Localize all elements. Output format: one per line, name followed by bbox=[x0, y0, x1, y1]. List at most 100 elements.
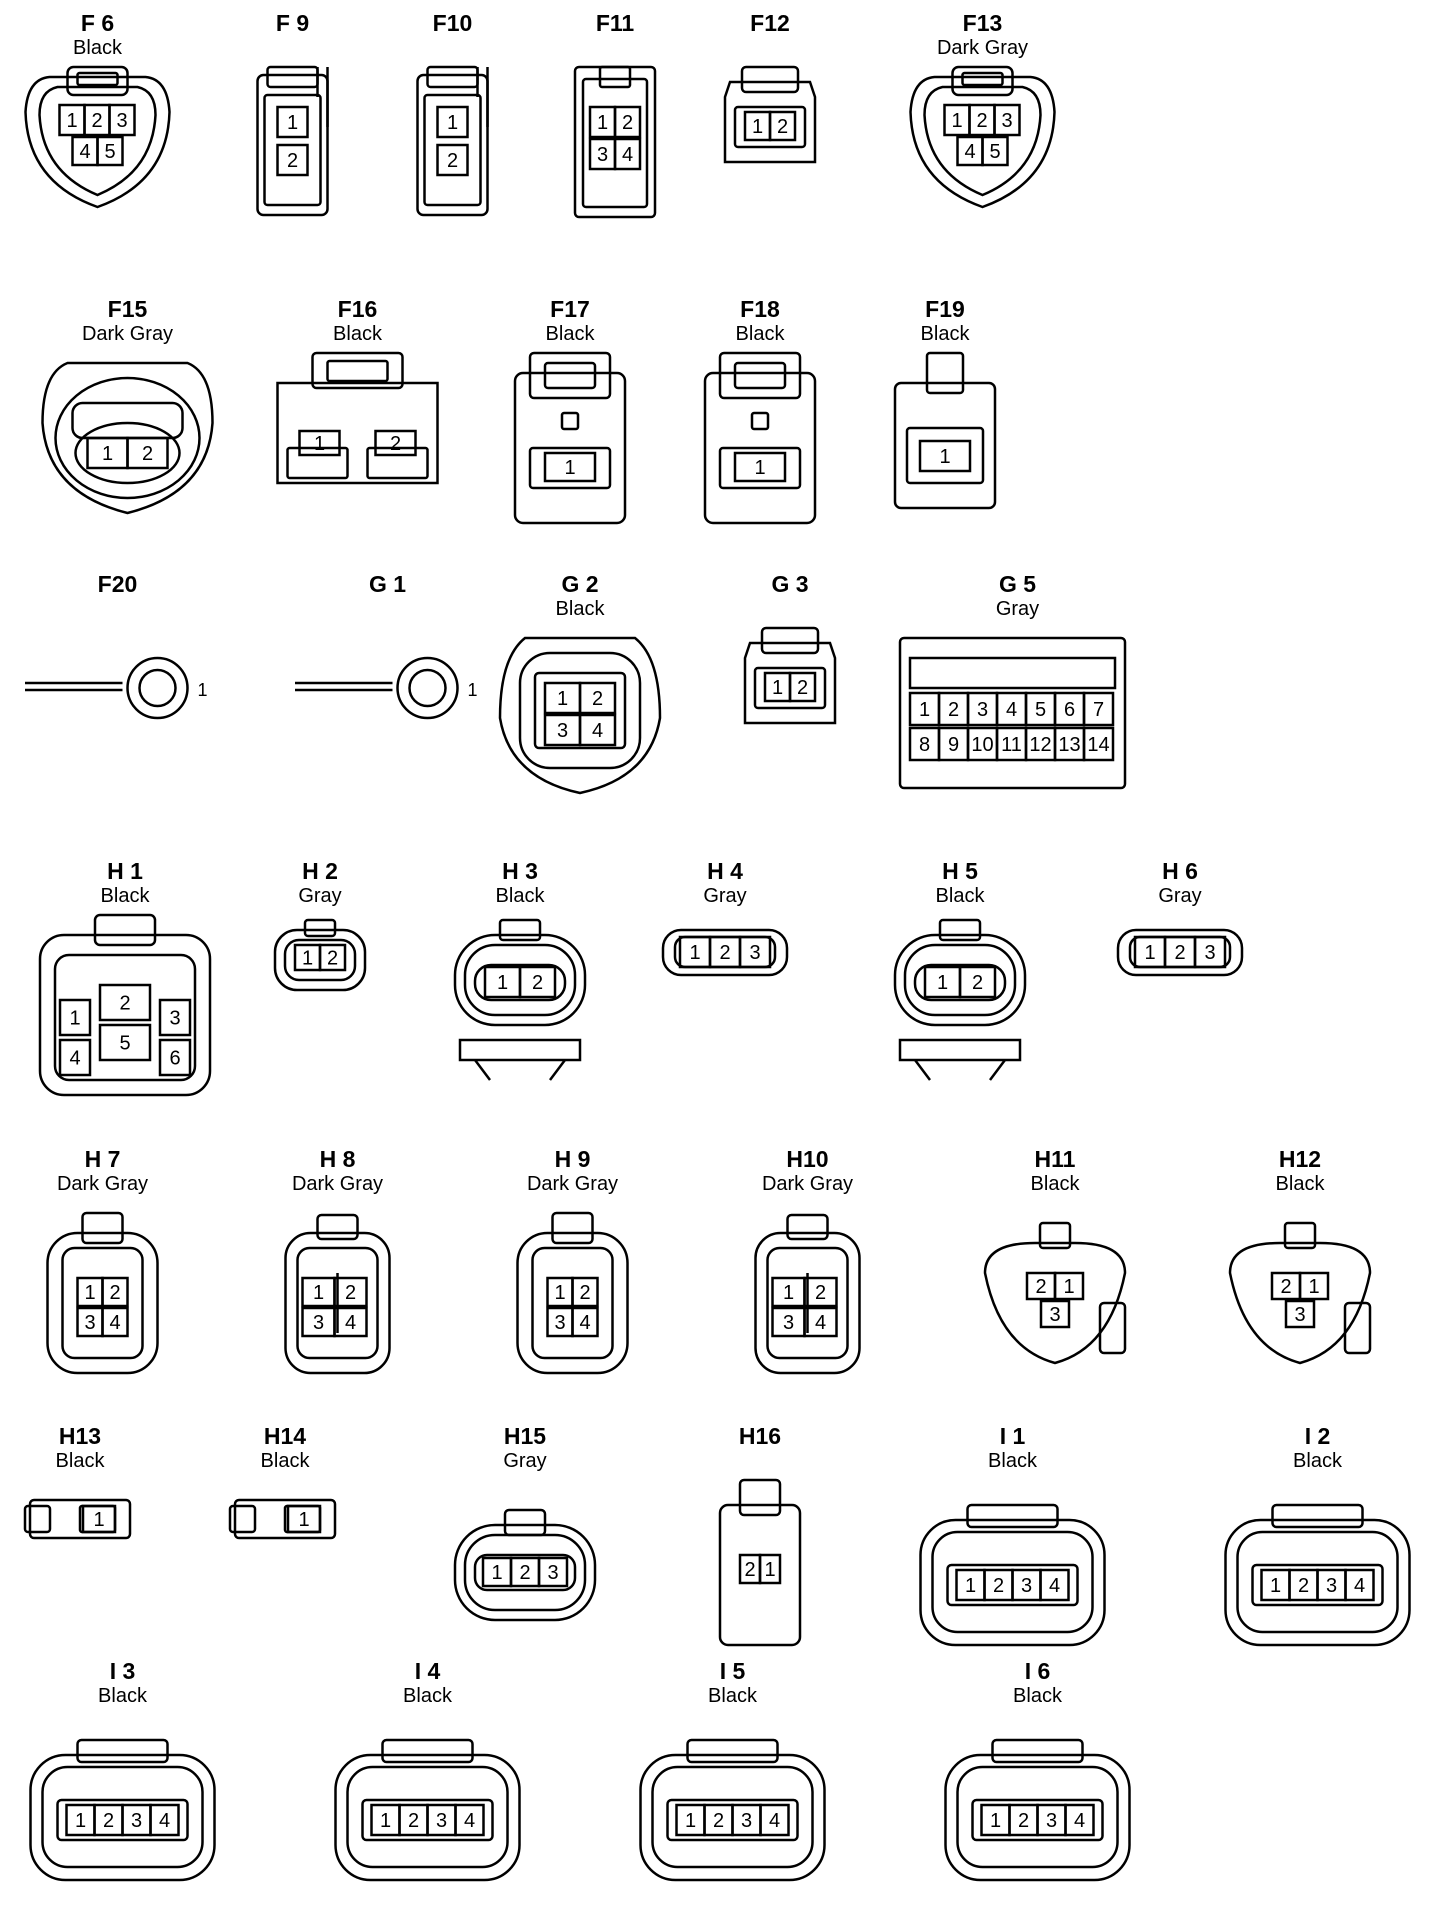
connector-color-label: Black bbox=[880, 323, 1010, 345]
connector-id-label: F10 bbox=[410, 12, 495, 35]
pin-number: 1 bbox=[597, 112, 608, 134]
pin-number: 1 bbox=[491, 1562, 502, 1584]
pin-number: 3 bbox=[131, 1810, 142, 1832]
pin-number: 4 bbox=[464, 1810, 475, 1832]
housing-outline bbox=[78, 1740, 168, 1762]
housing-outline bbox=[268, 67, 318, 87]
pin-number: 1 bbox=[939, 446, 950, 468]
pin-number: 4 bbox=[159, 1810, 170, 1832]
pin-number: 4 bbox=[69, 1048, 80, 1070]
pin-number: 9 bbox=[948, 734, 959, 756]
housing-outline bbox=[460, 1040, 580, 1060]
connector-face-drawing: 1 bbox=[230, 1480, 340, 1670]
housing-outline bbox=[940, 920, 980, 940]
connector-color-label: Black bbox=[30, 885, 220, 907]
connector-id-label: F12 bbox=[715, 12, 825, 35]
pin-number: 1 bbox=[66, 110, 77, 132]
pin-number: 2 bbox=[1280, 1276, 1291, 1298]
pin-number: 3 bbox=[741, 1810, 752, 1832]
connector-id-label: G 2 bbox=[495, 573, 665, 596]
pin-number: 1 bbox=[764, 1559, 775, 1581]
pin-number: 1 bbox=[965, 1575, 976, 1597]
pin-number: 3 bbox=[597, 144, 608, 166]
pin-number: 8 bbox=[919, 734, 930, 756]
connector-color-label: Black bbox=[695, 323, 825, 345]
pin-number: 2 bbox=[948, 699, 959, 721]
pin-number: 5 bbox=[119, 1033, 130, 1055]
connector-id-label: I 3 bbox=[25, 1660, 220, 1683]
housing-outline bbox=[600, 67, 630, 87]
pin-number: 4 bbox=[622, 144, 633, 166]
pin-number: 1 bbox=[102, 443, 113, 465]
connector-id-label: H 6 bbox=[1115, 860, 1245, 883]
connector-color-label: Black bbox=[505, 323, 635, 345]
pin-number: 1 bbox=[468, 680, 478, 700]
connector-id-label: H 1 bbox=[30, 860, 220, 883]
pin-number: 4 bbox=[1049, 1575, 1060, 1597]
pin-number: 13 bbox=[1058, 734, 1080, 756]
pin-number: 3 bbox=[84, 1312, 95, 1334]
pin-number: 1 bbox=[198, 680, 208, 700]
connector-id-label: H11 bbox=[970, 1148, 1140, 1171]
pin-number: 1 bbox=[564, 457, 575, 479]
pin-number: 1 bbox=[1063, 1276, 1074, 1298]
pin-number: 3 bbox=[1021, 1575, 1032, 1597]
connector-color-label: Gray bbox=[440, 1450, 610, 1472]
pin-number: 1 bbox=[1270, 1575, 1281, 1597]
pin-number: 4 bbox=[579, 1312, 590, 1334]
pin-number: 1 bbox=[497, 972, 508, 994]
pin-number: 2 bbox=[797, 677, 808, 699]
connector-color-label: Gray bbox=[660, 885, 790, 907]
connector-color-label: Black bbox=[265, 323, 450, 345]
connector-id-label: G 1 bbox=[295, 573, 480, 596]
pin-number: 1 bbox=[689, 942, 700, 964]
connector-color-label: Black bbox=[25, 1450, 135, 1472]
housing-outline bbox=[742, 67, 798, 92]
pin-number: 1 bbox=[783, 1282, 794, 1304]
connector-color-label: Dark Gray bbox=[730, 1173, 885, 1195]
pin-number: 4 bbox=[79, 141, 90, 163]
housing-outline bbox=[550, 1060, 565, 1080]
housing-outline bbox=[328, 361, 388, 381]
pin-number: 5 bbox=[989, 141, 1000, 163]
pin-number: 1 bbox=[84, 1282, 95, 1304]
housing-outline bbox=[927, 353, 963, 393]
pin-number: 3 bbox=[116, 110, 127, 132]
pin-number: 3 bbox=[1326, 1575, 1337, 1597]
connector-face-drawing: 1 bbox=[295, 628, 480, 818]
connector-id-label: H10 bbox=[730, 1148, 885, 1171]
ring-outline bbox=[128, 658, 188, 718]
pin-number: 1 bbox=[313, 1282, 324, 1304]
pin-number: 3 bbox=[749, 942, 760, 964]
pin-number: 1 bbox=[287, 112, 298, 134]
connector-color-label: Black bbox=[330, 1685, 525, 1707]
housing-outline bbox=[78, 73, 118, 85]
connector-id-label: F13 bbox=[900, 12, 1065, 35]
housing-outline bbox=[720, 353, 800, 398]
connector-face: 1 bbox=[25, 658, 208, 718]
connector-color-label: Dark Gray bbox=[900, 37, 1065, 59]
pin-number: 3 bbox=[1204, 942, 1215, 964]
pin-number: 4 bbox=[345, 1312, 356, 1334]
connector-color-label: Black bbox=[970, 1173, 1140, 1195]
